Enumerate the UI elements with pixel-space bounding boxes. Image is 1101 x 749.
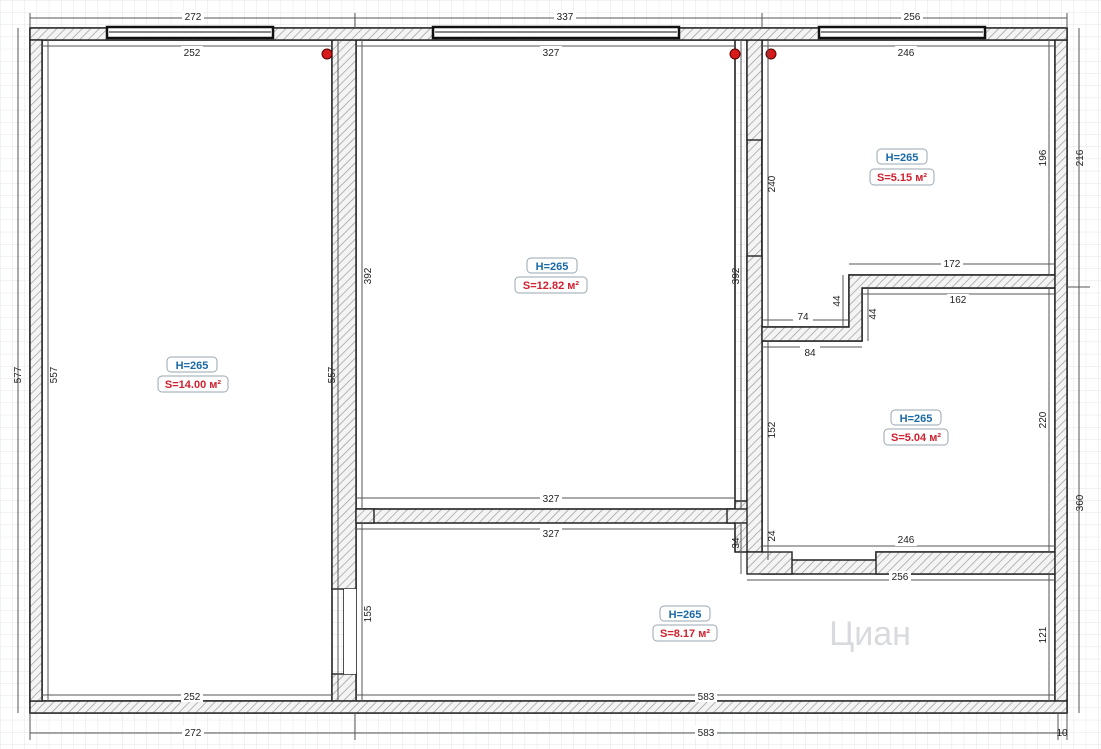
dim-outer-right-bottom: 360 [1075, 494, 1086, 511]
room-5-area: S=8.17 м² [660, 628, 710, 640]
room-label-3: H=265 S=5.15 м² [869, 148, 935, 186]
marker-2 [729, 48, 741, 60]
dim-room1-right: 557 [327, 366, 338, 383]
dim-outer-left: 577 [13, 366, 24, 383]
room-label-4: H=265 S=5.04 м² [883, 409, 949, 446]
windows [105, 25, 987, 40]
dim-room4-left: 152 [767, 421, 778, 438]
dimension-labels: 272 337 256 272 583 10 577 216 360 252 2… [13, 11, 1086, 739]
room-2-area: S=12.82 м² [523, 280, 579, 292]
dim-room3-left: 240 [767, 175, 778, 192]
dim-step-74: 74 [797, 312, 809, 323]
dim-step-44b: 44 [868, 308, 879, 320]
room-label-5: H=265 S=8.17 м² [652, 605, 718, 642]
dim-outer-top-right: 256 [904, 12, 921, 23]
dim-room4-24: 24 [767, 530, 778, 542]
dim-hall-left: 155 [363, 605, 374, 622]
dim-step-44a: 44 [832, 295, 843, 307]
dim-outer-bottom-left: 272 [185, 728, 202, 739]
dim-room3-right: 196 [1038, 149, 1049, 166]
dim-room3-top: 246 [898, 48, 915, 59]
dim-hall-256: 256 [892, 572, 909, 583]
dim-outer-top-mid: 337 [557, 12, 574, 23]
room-label-2: H=265 S=12.82 м² [514, 257, 588, 294]
room-3-area: S=5.15 м² [877, 172, 927, 184]
dim-step-84: 84 [804, 348, 816, 359]
room-2-floor [355, 39, 736, 510]
room-4-area: S=5.04 м² [891, 432, 941, 444]
dim-outer-top-left: 272 [185, 12, 202, 23]
dim-room2-right: 392 [731, 267, 742, 284]
dim-room1-bottom: 252 [184, 692, 201, 703]
dim-room4-bottom: 246 [898, 535, 915, 546]
room-2-height: H=265 [536, 261, 569, 273]
room-3-height: H=265 [886, 152, 919, 164]
dim-hall-right: 121 [1038, 626, 1049, 643]
dim-hall-bottom: 583 [698, 692, 715, 703]
dim-room2-top: 327 [543, 48, 560, 59]
dim-hall-top: 327 [543, 529, 560, 540]
dim-outer-bottom-corner: 10 [1056, 728, 1068, 739]
dim-room2-bottom: 327 [543, 494, 560, 505]
watermark: Циан [829, 615, 911, 653]
dim-step-172: 172 [944, 259, 961, 270]
room-5-height: H=265 [669, 609, 702, 621]
dim-room4-top: 162 [950, 295, 967, 306]
marker-1 [321, 48, 333, 60]
room-1-area: S=14.00 м² [165, 379, 221, 391]
dim-room1-top: 252 [184, 48, 201, 59]
dim-outer-right-top: 216 [1075, 149, 1086, 166]
dim-outer-bottom-mid: 583 [698, 728, 715, 739]
dim-hall-34: 34 [731, 537, 742, 549]
room-label-1: H=265 S=14.00 м² [157, 356, 229, 393]
dim-room1-left: 557 [49, 366, 60, 383]
room-1-height: H=265 [176, 360, 209, 372]
dim-room2-left: 392 [363, 267, 374, 284]
room-4-height: H=265 [900, 413, 933, 425]
dim-room4-right: 220 [1038, 411, 1049, 428]
